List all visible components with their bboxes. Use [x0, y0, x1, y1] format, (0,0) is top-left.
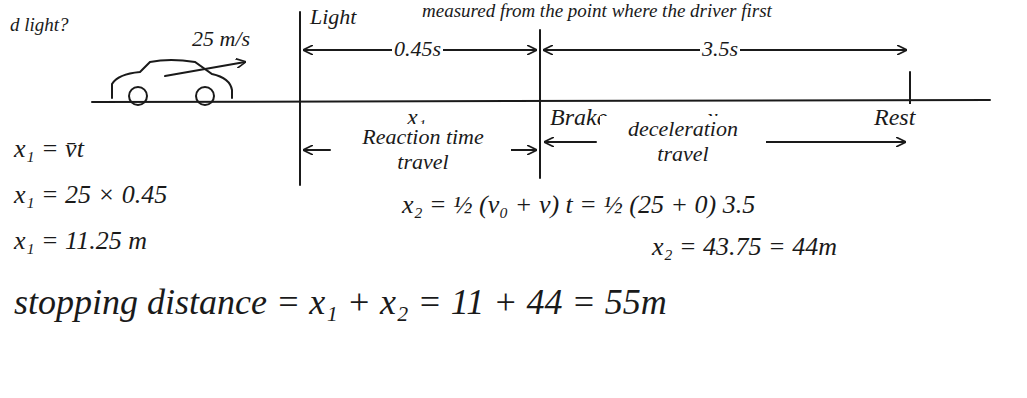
equation: x₁ = 25 × 0.45	[12, 180, 169, 210]
equation: x₂ = 43.75 = 44m	[650, 232, 839, 262]
event-label: Light	[308, 4, 358, 29]
travel-arrow	[304, 149, 330, 151]
result-equation: stopping distance = x₁ + x₂ = 11 + 44 = …	[12, 282, 669, 323]
velocity-arrow	[165, 62, 245, 76]
speed-label: 25 m/s	[190, 26, 252, 51]
equation: x₁ = v̄t	[12, 134, 86, 164]
time-label: 0.45s	[392, 36, 443, 61]
light-marker	[299, 12, 301, 185]
travel-arrow	[765, 141, 905, 143]
equation: x₂ = ½ (v₀ + v) t = ½ (25 + 0) 3.5	[400, 190, 757, 220]
time-label: 3.5s	[700, 36, 740, 61]
question-text: measured from the point where the driver…	[420, 0, 774, 22]
event-label: Rest	[872, 104, 917, 132]
brake-marker	[539, 30, 541, 178]
travel-arrow	[510, 149, 536, 151]
segment-label: deceleration travel	[600, 116, 766, 167]
segment-label: Reaction time travel	[335, 124, 511, 175]
travel-arrow	[545, 141, 596, 143]
question-text: d light?	[8, 14, 71, 36]
equation: x₁ = 11.25 m	[12, 226, 149, 256]
